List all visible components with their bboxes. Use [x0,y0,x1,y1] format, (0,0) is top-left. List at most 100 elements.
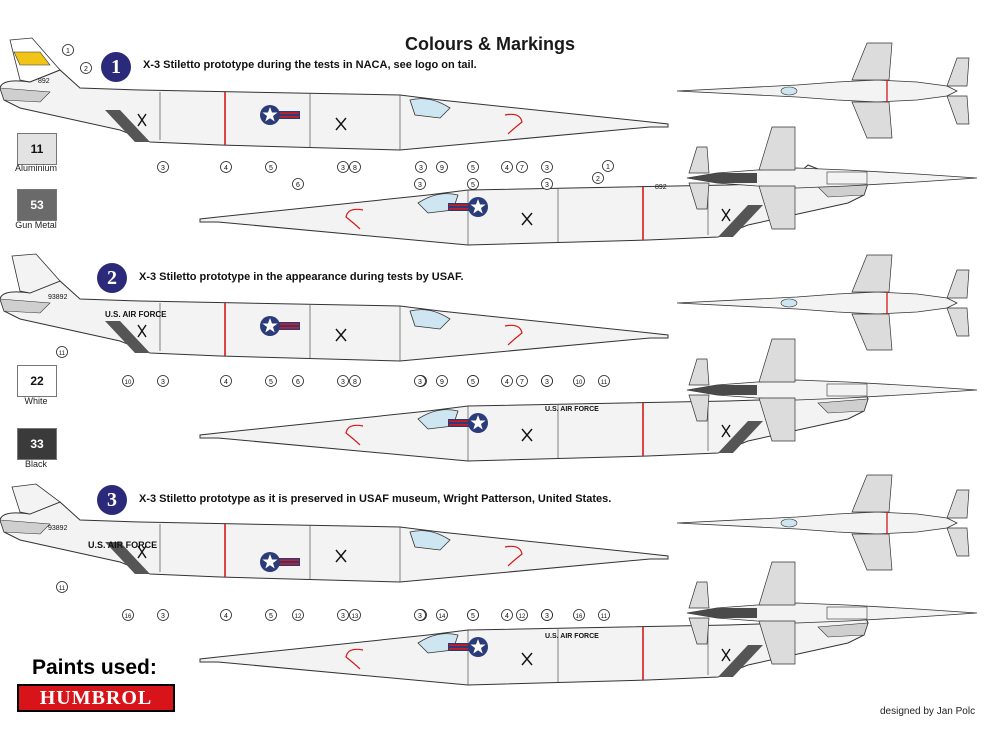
callout-s3_left_top-2: 4 [220,609,232,621]
callout-s1_left_top-0: 3 [157,161,169,173]
svg-text:12: 12 [295,614,302,620]
svg-text:4: 4 [505,165,509,172]
callout-tail-0: 1 [62,44,74,56]
svg-text:6: 6 [296,182,300,189]
paint-label-gun-metal: Gun Metal [15,220,57,230]
callout-s1_left_top-4: 8 [349,161,361,173]
paint-swatch-11: 11 [17,133,57,165]
svg-text:3: 3 [161,613,165,620]
humbrol-logo: HUMBROL [17,684,175,712]
callout-s2_left_top-5: 8 [349,375,361,387]
callout-s2_right_bottom-5: 11 [598,375,610,387]
callout-s1_right_bottom-2: 5 [467,178,479,190]
callout-s2_right_bottom-4: 10 [573,375,585,387]
svg-text:2: 2 [84,66,88,73]
svg-text:3: 3 [341,165,345,172]
callout-s2_left_top-9: 4 [501,375,513,387]
callout-s1_left_top-2: 5 [265,161,277,173]
scheme-2-caption: X-3 Stiletto prototype in the appearance… [139,271,464,283]
callout-s3_right_bottom-2: 5 [467,609,479,621]
paints-used-label: Paints used: [32,656,157,679]
callout-s3_left_top-0: 16 [122,609,134,621]
serial-marking-1b: 892 [655,184,667,191]
callout-s2_left_top-1: 3 [157,375,169,387]
callout-s1_right_bottom-1: 3 [414,178,426,190]
callout-s1_left_top-5: 3 [415,161,427,173]
svg-text:3: 3 [545,165,549,172]
callout-s2_right_bottom-1: 3 [414,375,426,387]
callout-s1_right_bottom-0: 6 [292,178,304,190]
callout-s1_left_top-10: 3 [541,161,553,173]
svg-text:1: 1 [606,164,610,171]
callout-tail-4: 2 [592,172,604,184]
svg-text:4: 4 [505,379,509,386]
callout-s3_left_top-10: 12 [516,609,528,621]
serial-marking-1: 892 [38,78,50,85]
svg-text:9: 9 [440,165,444,172]
scheme-3-side-upper [0,483,669,583]
svg-text:13: 13 [352,614,359,620]
svg-text:5: 5 [269,165,273,172]
callout-s3_right_bottom-0: 12 [292,609,304,621]
scheme-2-side-upper [0,253,669,362]
callout-s2_left_top-2: 4 [220,375,232,387]
svg-text:3: 3 [341,613,345,620]
scheme-3-top-view [676,474,970,571]
fuselage-text-3a: U.S. AIR FORCE [88,540,157,550]
callout-s3_right_bottom-4: 16 [573,609,585,621]
svg-text:3: 3 [418,379,422,386]
svg-text:4: 4 [505,613,509,620]
callout-s3_right_bottom-1: 3 [414,609,426,621]
svg-text:5: 5 [471,613,475,620]
callout-s2_left_top-3: 5 [265,375,277,387]
svg-text:16: 16 [576,614,583,620]
svg-text:14: 14 [439,614,446,620]
svg-text:3: 3 [161,379,165,386]
scheme-1-side-upper [0,37,669,151]
scheme-2-top-view [676,254,970,351]
callout-s1_left_top-3: 3 [337,161,349,173]
svg-text:3: 3 [161,165,165,172]
svg-text:3: 3 [545,182,549,189]
svg-text:5: 5 [471,379,475,386]
callout-s1_left_top-8: 4 [501,161,513,173]
paint-swatch-22: 22 [17,365,57,397]
svg-text:9: 9 [440,379,444,386]
callout-tail-3: 1 [602,160,614,172]
callout-s3_left_top-7: 14 [436,609,448,621]
scheme-1-caption: X-3 Stiletto prototype during the tests … [143,59,477,71]
fuselage-text-3b: U.S. AIR FORCE [545,633,599,640]
svg-text:11: 11 [59,586,66,592]
svg-text:3: 3 [418,613,422,620]
callout-s3_left_top-5: 13 [349,609,361,621]
svg-text:11: 11 [59,351,66,357]
scheme-1-top-view [676,42,970,139]
callout-s3_left_top-1: 3 [157,609,169,621]
callout-s1_right_bottom-3: 3 [541,178,553,190]
paint-label-aluminium: Aluminium [14,163,57,173]
page-title: Colours & Markings [404,34,576,54]
paint-label-white: White [24,396,48,406]
paint-swatch-33: 33 [17,428,57,460]
callout-s2_left_top-7: 9 [436,375,448,387]
svg-text:5: 5 [269,613,273,620]
svg-text:5: 5 [471,165,475,172]
callout-s2_right_bottom-3: 3 [541,375,553,387]
fuselage-text-2b: U.S. AIR FORCE [545,406,599,413]
callout-s3_right_bottom-3: 3 [541,609,553,621]
scheme-3-number: 3 [97,485,127,515]
callout-s3_left_top-3: 5 [265,609,277,621]
svg-text:10: 10 [576,380,583,386]
svg-text:3: 3 [545,613,549,620]
svg-text:7: 7 [520,379,524,386]
callout-s2_left_top-4: 3 [337,375,349,387]
paint-swatch-53: 53 [17,189,57,221]
svg-text:5: 5 [471,182,475,189]
svg-text:8: 8 [353,379,357,386]
svg-text:8: 8 [353,165,357,172]
serial-marking-3: 93892 [48,525,68,532]
callout-markers: 3453839547363531034538395473635310111634… [56,44,614,621]
callout-s3_left_top-4: 3 [337,609,349,621]
fuselage-text-2a: U.S. AIR FORCE [105,310,167,319]
svg-text:5: 5 [269,379,273,386]
